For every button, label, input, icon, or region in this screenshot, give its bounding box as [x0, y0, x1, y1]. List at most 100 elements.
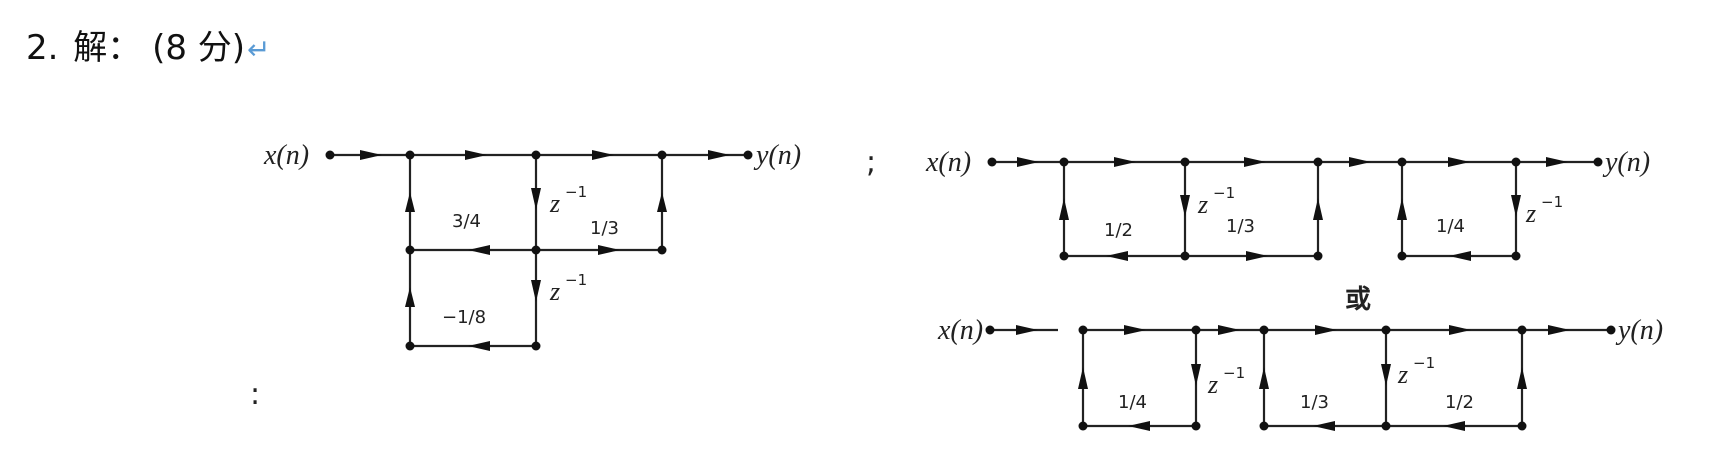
delay-label: z [1197, 190, 1208, 219]
arrow-left-icon [1106, 251, 1128, 261]
node [1259, 325, 1269, 335]
output-label: y(n) [753, 140, 801, 171]
diagram-direct-form: x(n) y(n) z −1 z −1 3/4 1/3 −1/8 [263, 140, 801, 351]
diagram-cascade-form: x(n) y(n) z −1 z −1 1/2 1/3 1/4 [925, 147, 1650, 261]
arrow-right-icon [1246, 251, 1268, 261]
coefficient-label: 3/4 [452, 211, 481, 232]
arrow-left-icon [1449, 251, 1471, 261]
arrow-right-icon [1349, 157, 1371, 167]
stray-mark: : [250, 377, 260, 412]
delay-label: z [549, 189, 560, 218]
arrow-down-icon [531, 188, 541, 210]
arrow-up-icon [1313, 198, 1323, 220]
delay-exponent: −1 [1413, 354, 1435, 372]
arrow-up-icon [405, 192, 415, 212]
node [1078, 421, 1088, 431]
node [405, 245, 415, 255]
arrow-right-icon [592, 150, 614, 160]
delay-exponent: −1 [1213, 184, 1235, 202]
output-label: y(n) [1615, 315, 1663, 346]
coefficient-label: 1/3 [1226, 216, 1255, 237]
score-label: (8 分) [152, 28, 246, 68]
node [1059, 157, 1069, 167]
answer-label: 解： [73, 28, 142, 68]
node [1180, 251, 1190, 261]
arrow-right-icon [1546, 157, 1568, 167]
node [1511, 251, 1521, 261]
arrow-down-icon [1381, 364, 1391, 386]
arrow-right-icon [465, 150, 487, 160]
node [405, 150, 415, 160]
node [1397, 157, 1407, 167]
node [1191, 421, 1201, 431]
node [1191, 325, 1201, 335]
arrow-right-icon [360, 150, 382, 160]
arrow-right-icon [1244, 157, 1266, 167]
node [1381, 325, 1391, 335]
arrow-right-icon [1449, 325, 1471, 335]
node [1511, 157, 1521, 167]
node [1059, 251, 1069, 261]
node [743, 150, 753, 160]
node [531, 150, 541, 160]
node [987, 157, 997, 167]
delay-label: z [1397, 360, 1408, 389]
arrow-right-icon [1114, 157, 1136, 167]
arrow-right-icon [1315, 325, 1337, 335]
node [1180, 157, 1190, 167]
node [657, 245, 667, 255]
question-heading: 2. 解： (8 分)↵ [26, 20, 271, 69]
node [1381, 421, 1391, 431]
node [325, 150, 335, 160]
delay-label: z [1525, 199, 1536, 228]
arrow-left-icon [1313, 421, 1335, 431]
arrow-up-icon [1059, 198, 1069, 220]
node [1593, 157, 1603, 167]
arrow-left-icon [468, 341, 490, 351]
arrow-down-icon [1191, 364, 1201, 386]
arrow-right-icon [598, 245, 620, 255]
node [531, 245, 541, 255]
node [657, 150, 667, 160]
node [1078, 325, 1088, 335]
or-label: 或 [1345, 285, 1371, 315]
output-label: y(n) [1602, 147, 1650, 178]
arrow-left-icon [1128, 421, 1150, 431]
coefficient-label: 1/3 [590, 218, 619, 239]
arrow-right-icon [1218, 325, 1240, 335]
delay-exponent: −1 [1541, 193, 1563, 211]
coefficient-label: 1/4 [1436, 216, 1465, 237]
arrow-right-icon [1448, 157, 1470, 167]
input-label: x(n) [263, 140, 309, 171]
arrow-up-icon [1259, 367, 1269, 389]
coefficient-label: 1/2 [1445, 392, 1474, 413]
node [1313, 157, 1323, 167]
diagram-alternative-form: x(n) y(n) z −1 z −1 1/4 1/3 1/2 [937, 315, 1663, 431]
node [1517, 421, 1527, 431]
arrow-left-icon [468, 245, 490, 255]
node [1606, 325, 1616, 335]
arrow-down-icon [1180, 195, 1190, 217]
node [531, 341, 541, 351]
arrow-up-icon [405, 287, 415, 307]
arrow-down-icon [1511, 195, 1521, 217]
separator: ; [866, 145, 876, 180]
arrow-down-icon [531, 280, 541, 302]
delay-exponent: −1 [1223, 364, 1245, 382]
input-label: x(n) [925, 147, 971, 178]
node [405, 341, 415, 351]
arrow-right-icon [1017, 157, 1039, 167]
node [985, 325, 995, 335]
return-mark-icon: ↵ [247, 33, 271, 66]
arrow-right-icon [1016, 325, 1038, 335]
delay-label: z [1207, 370, 1218, 399]
arrow-right-icon [1548, 325, 1570, 335]
arrow-left-icon [1443, 421, 1465, 431]
arrow-right-icon [1124, 325, 1146, 335]
node [1259, 421, 1269, 431]
arrow-up-icon [1078, 367, 1088, 389]
arrow-up-icon [1397, 198, 1407, 220]
arrow-up-icon [1517, 367, 1527, 389]
delay-exponent: −1 [565, 271, 587, 289]
